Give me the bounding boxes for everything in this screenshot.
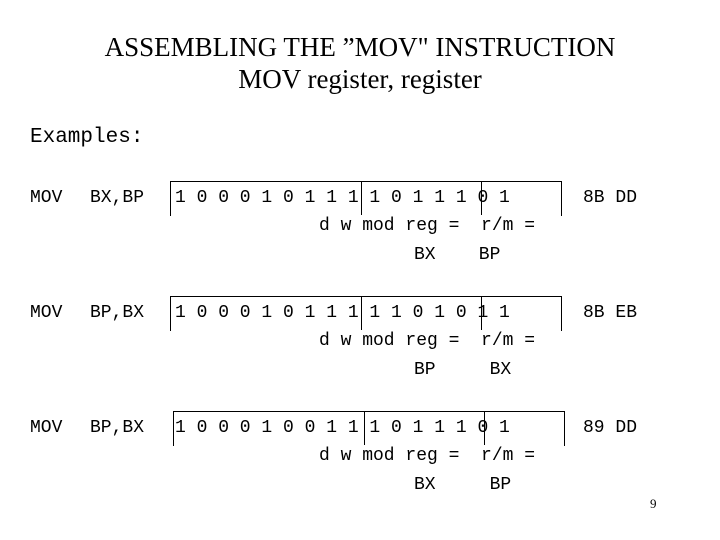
opcode-bits: 1 0 0 0 1 0 1 1 1 1 0 1 1 1 0 1 (175, 188, 510, 208)
field-divider (361, 181, 362, 215)
field-divider (484, 411, 485, 445)
hex-encoding: 8B DD (583, 188, 638, 208)
examples-label: Examples: (30, 126, 144, 149)
hex-encoding: 8B EB (583, 303, 638, 323)
hex-encoding: 89 DD (583, 418, 638, 438)
field-divider (481, 296, 482, 330)
mnemonic: MOV (30, 418, 63, 438)
field-divider (361, 296, 362, 330)
opcode-bits: 1 0 0 0 1 0 0 1 1 1 0 1 1 1 0 1 (175, 418, 510, 438)
slide-title: ASSEMBLING THE ”MOV" INSTRUCTION (104, 32, 616, 62)
field-divider (364, 411, 365, 445)
bit-field-box (173, 411, 565, 446)
register-names: BX BP (414, 245, 501, 265)
register-names: BX BP (414, 475, 512, 495)
field-labels: d w mod reg = r/m = (319, 446, 536, 466)
bit-field-box (170, 181, 562, 216)
field-labels: d w mod reg = r/m = (319, 216, 536, 236)
operands: BP,BX (90, 418, 145, 438)
operands: BX,BP (90, 188, 145, 208)
register-names: BP BX (414, 360, 512, 380)
field-divider (481, 181, 482, 215)
mnemonic: MOV (30, 188, 63, 208)
opcode-bits: 1 0 0 0 1 0 1 1 1 1 1 0 1 0 1 1 (175, 303, 510, 323)
mnemonic: MOV (30, 303, 63, 323)
operands: BP,BX (90, 303, 145, 323)
page-number: 9 (650, 496, 657, 511)
field-labels: d w mod reg = r/m = (319, 331, 536, 351)
slide-subtitle: MOV register, register (238, 64, 482, 94)
bit-field-box (170, 296, 562, 331)
